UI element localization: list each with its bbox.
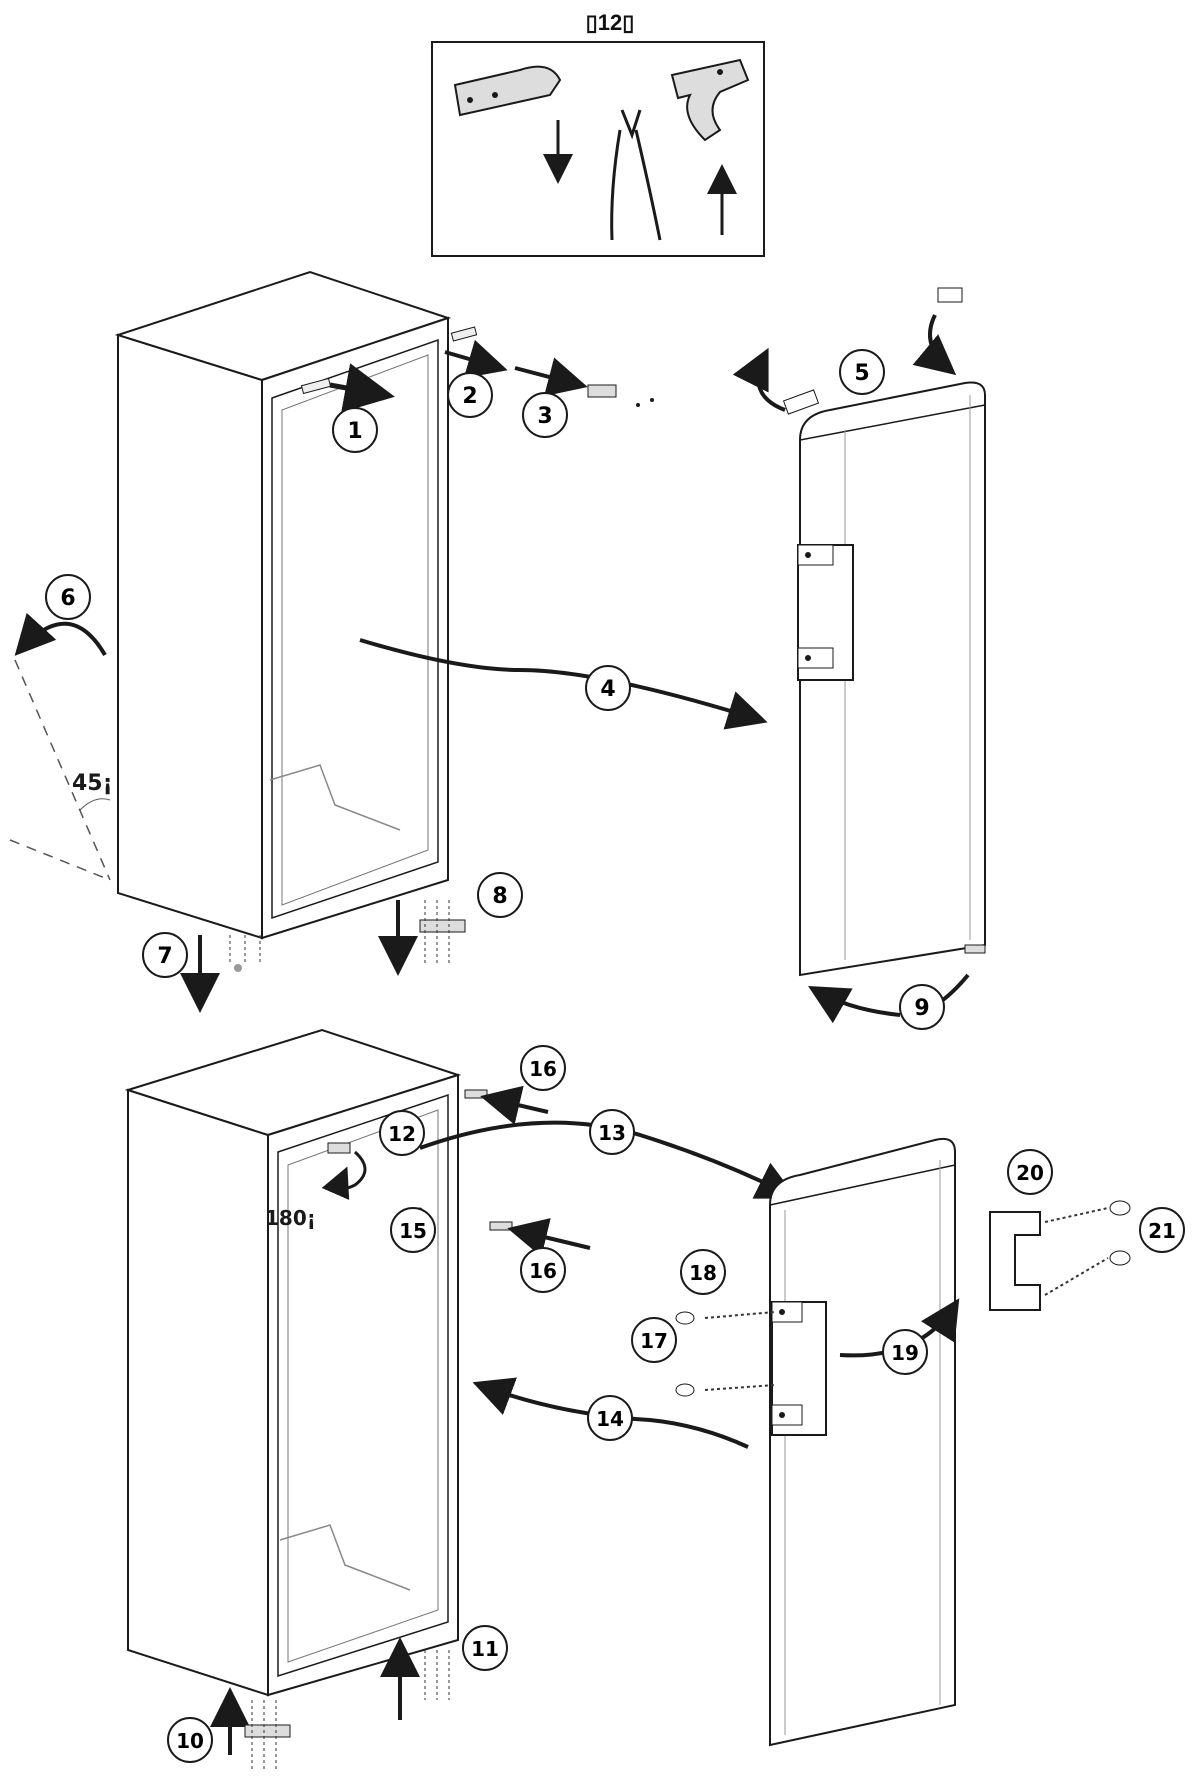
step-17: 17 (631, 1317, 677, 1363)
svg-text:6: 6 (60, 586, 75, 611)
svg-text:10: 10 (176, 1729, 204, 1753)
inset-title: ▯12▯ (585, 10, 635, 35)
rotate-hinge-icon (321, 1142, 367, 1200)
svg-text:21: 21 (1148, 1219, 1176, 1243)
step-12: 12 (379, 1110, 425, 1156)
move-door-arrow-icon (359, 638, 768, 730)
door-top (797, 381, 986, 977)
swap-arrow-icon (912, 314, 957, 376)
tilt-angle-label: 45¡ (72, 771, 113, 796)
step-16-top: 16 (520, 1045, 566, 1091)
step-2: 2 (447, 372, 493, 418)
svg-text:2: 2 (462, 384, 477, 409)
step-15: 15 (390, 1207, 436, 1253)
cabinet-top (114, 270, 452, 940)
hinge-bracket-right-icon (670, 58, 750, 142)
svg-text:16: 16 (529, 1259, 557, 1283)
step-6: 6 (45, 574, 91, 620)
arrow-icon (444, 339, 508, 379)
door-bottom (769, 1137, 956, 1747)
screw-icon (650, 398, 654, 402)
step-16-bottom: 16 (520, 1247, 566, 1293)
screw-icon (636, 403, 640, 407)
arrow-icon (329, 363, 395, 413)
door-handle-moved-icon (771, 1301, 827, 1436)
foot-screws-bottom-icon (424, 1650, 450, 1700)
svg-text:20: 20 (1016, 1161, 1044, 1185)
svg-text:17: 17 (640, 1329, 668, 1353)
step-14: 14 (587, 1395, 633, 1441)
handle-screws-icon (675, 1311, 776, 1397)
handle-icon (989, 1200, 1131, 1311)
cap-icon (937, 287, 963, 303)
svg-text:12: 12 (388, 1122, 416, 1146)
svg-text:16: 16 (529, 1057, 557, 1081)
hole-cap-icon (450, 326, 478, 342)
step-4: 4 (585, 665, 631, 711)
bottom-pin-icon (964, 944, 986, 954)
step-21: 21 (1139, 1207, 1185, 1253)
svg-text:18: 18 (689, 1261, 717, 1285)
step-10: 10 (167, 1717, 213, 1763)
svg-text:19: 19 (891, 1341, 919, 1365)
foot-screws-icon (229, 935, 261, 972)
rotate-angle-label: 180¡ (265, 1206, 316, 1230)
svg-text:5: 5 (854, 361, 869, 386)
cabinet-bottom (124, 1028, 462, 1697)
step-1: 1 (332, 407, 378, 453)
svg-text:14: 14 (596, 1407, 624, 1431)
arrow-icon (507, 1218, 591, 1257)
cap-icon (782, 389, 820, 415)
step-5: 5 (839, 349, 885, 395)
svg-text:9: 9 (914, 996, 929, 1021)
arrow-icon (514, 357, 588, 397)
top-hinge-icon (587, 384, 617, 398)
door-handle-icon (797, 544, 854, 681)
svg-text:11: 11 (471, 1637, 499, 1661)
bottom-hinge-icon (419, 900, 466, 965)
cap-icon (464, 1089, 488, 1099)
step-13: 13 (589, 1109, 635, 1155)
step-labels: 1 2 3 4 5 6 7 8 9 10 11 12 13 14 15 16 1… (45, 349, 1185, 1763)
step-9: 9 (899, 984, 945, 1030)
hinge-bracket-left-icon (453, 65, 562, 117)
svg-text:8: 8 (492, 884, 507, 909)
step-8: 8 (477, 872, 523, 918)
swap-arrow-icon (732, 347, 786, 412)
tilt-guide-lines (9, 659, 111, 881)
step-20: 20 (1007, 1149, 1053, 1195)
svg-text:15: 15 (399, 1219, 427, 1243)
svg-text:4: 4 (600, 677, 615, 702)
cap-icon (489, 1221, 513, 1231)
hinge-swap-inset (431, 41, 765, 257)
svg-text:7: 7 (157, 944, 172, 969)
step-7: 7 (142, 932, 188, 978)
step-3: 3 (522, 392, 568, 438)
arrow-icon (808, 986, 901, 1024)
close-door-arrow-icon (472, 1377, 749, 1449)
step-19: 19 (882, 1329, 928, 1375)
foot-hinge-bottom-icon (244, 1700, 291, 1770)
arrow-icon (480, 1085, 549, 1125)
svg-text:3: 3 (537, 404, 552, 429)
svg-text:13: 13 (598, 1121, 626, 1145)
hinge-cover-icon (300, 377, 332, 395)
step-18: 18 (680, 1249, 726, 1295)
step-11: 11 (462, 1625, 508, 1671)
tilt-arrow-icon (14, 612, 107, 657)
pliers-icon (610, 109, 662, 241)
svg-text:1: 1 (347, 419, 362, 444)
